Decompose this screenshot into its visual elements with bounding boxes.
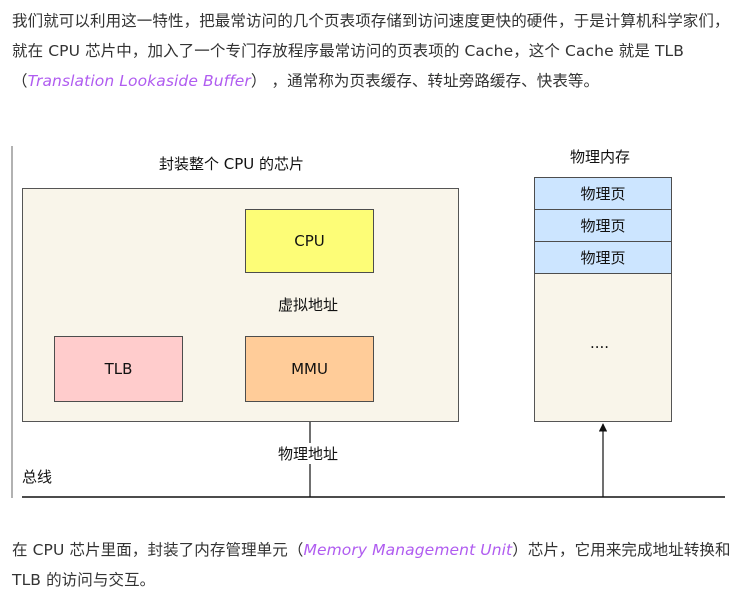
memory-title: 物理内存: [570, 148, 631, 166]
memory-ellipsis: ....: [590, 334, 610, 352]
bus-label: 总线: [22, 468, 53, 486]
mmu-box: MMU: [245, 336, 374, 402]
physical-page: 物理页: [534, 241, 672, 274]
physical-page: 物理页: [534, 209, 672, 242]
tlb-full-name: Translation Lookaside Buffer: [27, 72, 251, 90]
chip-title: 封装整个 CPU 的芯片: [159, 155, 305, 173]
virtual-address-label: 虚拟地址: [277, 294, 340, 315]
physical-page: 物理页: [534, 177, 672, 210]
intro-paragraph: 我们就可以利用这一特性，把最常访问的几个页表项存储到访问速度更快的硬件，于是计算…: [12, 6, 734, 96]
mmu-text-before: 在 CPU 芯片里面，封装了内存管理单元（: [12, 541, 304, 559]
tlb-box: TLB: [54, 336, 183, 402]
mmu-full-name: Memory Management Unit: [303, 541, 513, 559]
mmu-paragraph: 在 CPU 芯片里面，封装了内存管理单元（Memory Management U…: [12, 535, 734, 595]
physical-address-label: 物理地址: [277, 443, 340, 464]
intro-text-after: ） ，通常称为页表缓存、转址旁路缓存、快表等。: [250, 72, 600, 90]
cpu-box: CPU: [245, 209, 374, 273]
intro-text-before: 我们就可以利用这一特性，把最常访问的几个页表项存储到访问速度更快的硬件，于是计算…: [12, 12, 730, 90]
mmu-text-after: ）芯片，它用来完成地址转换和 TLB 的访问与交互。: [12, 541, 731, 589]
